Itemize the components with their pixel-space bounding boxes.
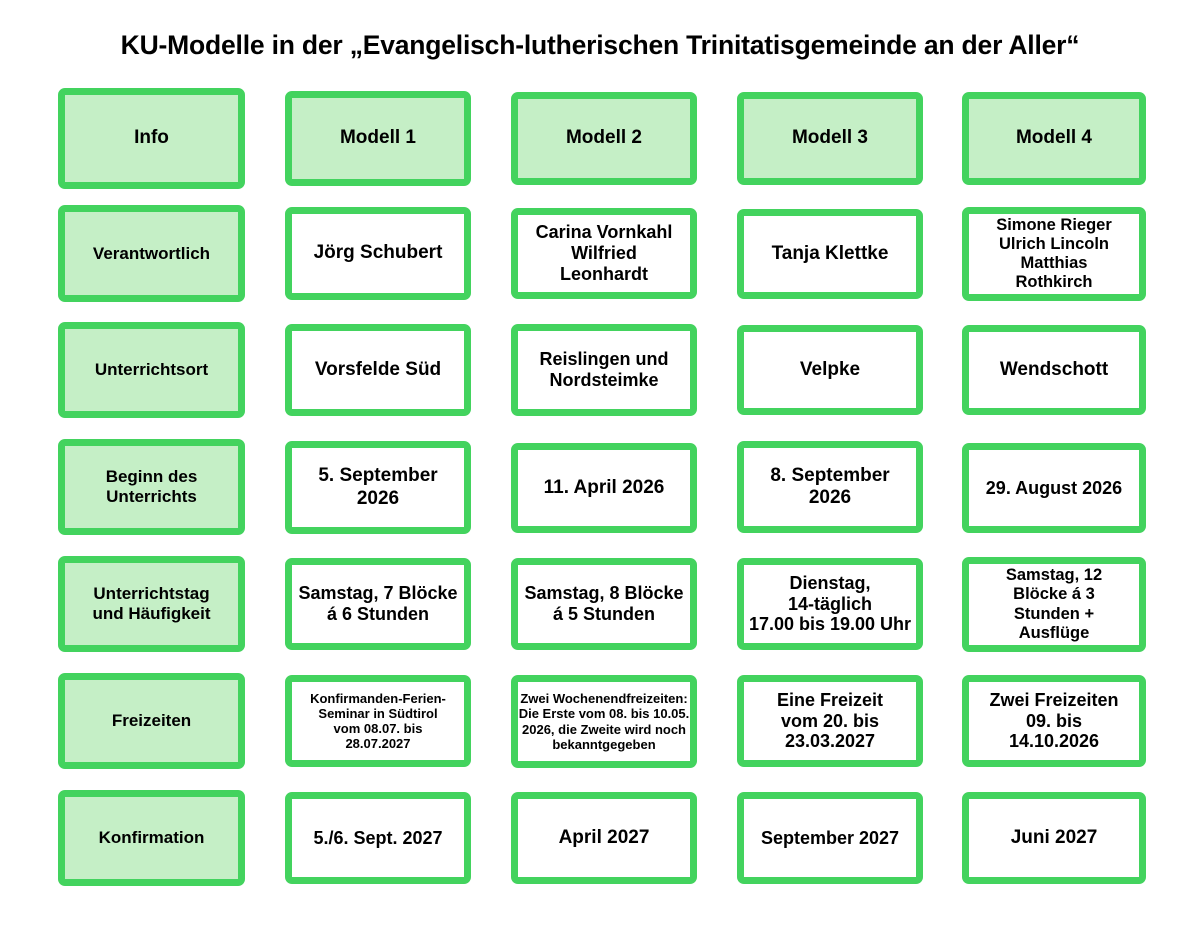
row-label-beginn-des-unterrichts-text: Beginn des Unterrichts (105, 467, 198, 506)
header-cell-model-4-label: Modell 4 (1015, 127, 1092, 149)
cell-unterrichtsort-model-1[interactable]: Vorsfelde Süd (285, 324, 471, 416)
cell-freizeiten-model-3[interactable]: Eine Freizeit vom 20. bis 23.03.2027 (737, 675, 923, 767)
cell-unterrichtsort-model-1-text: Vorsfelde Süd (314, 358, 442, 380)
header-cell-model-2-label: Modell 2 (565, 127, 642, 149)
cell-konfirmation-model-2-text: April 2027 (558, 826, 650, 848)
cell-unterrichtstag-model-2-text: Samstag, 8 Blöcke á 5 Stunden (524, 583, 684, 624)
cell-unterrichtsort-model-3[interactable]: Velpke (737, 325, 923, 415)
header-cell-model-3[interactable]: Modell 3 (737, 92, 923, 185)
cell-unterrichtsort-model-2-text: Reislingen und Nordsteimke (539, 349, 669, 390)
cell-freizeiten-model-2-text: Zwei Wochenendfreizeiten: Die Erste vom … (518, 691, 690, 752)
row-label-verantwortlich[interactable]: Verantwortlich (58, 205, 245, 302)
cell-freizeiten-model-2[interactable]: Zwei Wochenendfreizeiten: Die Erste vom … (511, 675, 697, 768)
cell-unterrichtstag-model-4[interactable]: Samstag, 12 Blöcke á 3 Stunden + Ausflüg… (962, 557, 1146, 652)
cell-freizeiten-model-3-text: Eine Freizeit vom 20. bis 23.03.2027 (776, 689, 884, 752)
header-cell-model-2[interactable]: Modell 2 (511, 92, 697, 185)
row-label-unterrichtstag-text: Unterrichtstag und Häufigkeit (92, 584, 211, 623)
page-title: KU-Modelle in der „Evangelisch-lutherisc… (120, 30, 1080, 60)
header-cell-info[interactable]: Info (58, 88, 245, 189)
table-row-verantwortlich: Verantwortlich Jörg Schubert Carina Vorn… (58, 205, 1146, 302)
cell-unterrichtsort-model-3-text: Velpke (799, 358, 861, 380)
row-label-konfirmation-text: Konfirmation (98, 828, 205, 848)
cell-beginn-model-2[interactable]: 11. April 2026 (511, 443, 697, 533)
table-row-beginn-des-unterrichts: Beginn des Unterrichts 5. September 2026… (58, 439, 1146, 535)
cell-unterrichtstag-model-4-text: Samstag, 12 Blöcke á 3 Stunden + Ausflüg… (1005, 566, 1103, 642)
cell-beginn-model-3-text: 8. September 2026 (770, 464, 890, 508)
cell-konfirmation-model-4[interactable]: Juni 2027 (962, 792, 1146, 884)
cell-verantwortlich-model-1-text: Jörg Schubert (313, 242, 443, 264)
cell-verantwortlich-model-4-text: Simone Rieger Ulrich Lincoln Matthias Ro… (996, 215, 1112, 292)
header-cell-model-4[interactable]: Modell 4 (962, 92, 1146, 185)
cell-verantwortlich-model-2[interactable]: Carina Vornkahl Wilfried Leonhardt (511, 208, 697, 299)
cell-unterrichtstag-model-2[interactable]: Samstag, 8 Blöcke á 5 Stunden (511, 558, 697, 650)
cell-konfirmation-model-2[interactable]: April 2027 (511, 792, 697, 884)
row-label-konfirmation[interactable]: Konfirmation (58, 790, 245, 886)
table-header-row: Info Modell 1 Modell 2 Modell 3 Modell 4 (58, 88, 1146, 189)
cell-freizeiten-model-1[interactable]: Konfirmanden-Ferien- Seminar in Südtirol… (285, 675, 471, 767)
row-label-unterrichtsort[interactable]: Unterrichtsort (58, 322, 245, 418)
row-label-unterrichtsort-text: Unterrichtsort (94, 360, 209, 380)
cell-konfirmation-model-1[interactable]: 5./6. Sept. 2027 (285, 792, 471, 884)
table-row-unterrichtsort: Unterrichtsort Vorsfelde Süd Reislingen … (58, 322, 1146, 418)
table-row-konfirmation: Konfirmation 5./6. Sept. 2027 April 2027… (58, 790, 1146, 886)
cell-konfirmation-model-1-text: 5./6. Sept. 2027 (313, 827, 443, 848)
ku-models-table: Info Modell 1 Modell 2 Modell 3 Modell 4… (58, 88, 1146, 907)
cell-konfirmation-model-3-text: September 2027 (760, 827, 900, 848)
cell-freizeiten-model-4-text: Zwei Freizeiten 09. bis 14.10.2026 (989, 689, 1119, 752)
row-label-freizeiten[interactable]: Freizeiten (58, 673, 245, 769)
cell-verantwortlich-model-3-text: Tanja Klettke (771, 242, 889, 264)
cell-unterrichtsort-model-4[interactable]: Wendschott (962, 325, 1146, 415)
cell-verantwortlich-model-1[interactable]: Jörg Schubert (285, 207, 471, 300)
cell-beginn-model-1-text: 5. September 2026 (318, 465, 438, 509)
cell-beginn-model-3[interactable]: 8. September 2026 (737, 441, 923, 533)
row-label-unterrichtstag[interactable]: Unterrichtstag und Häufigkeit (58, 556, 245, 652)
cell-beginn-model-4[interactable]: 29. August 2026 (962, 443, 1146, 533)
cell-verantwortlich-model-4[interactable]: Simone Rieger Ulrich Lincoln Matthias Ro… (962, 207, 1146, 301)
cell-unterrichtstag-model-3[interactable]: Dienstag, 14-täglich 17.00 bis 19.00 Uhr (737, 558, 923, 650)
header-cell-model-1-label: Modell 1 (339, 127, 416, 149)
table-row-unterrichtstag-und-haeufigkeit: Unterrichtstag und Häufigkeit Samstag, 7… (58, 556, 1146, 652)
header-cell-model-1[interactable]: Modell 1 (285, 91, 471, 186)
cell-freizeiten-model-1-text: Konfirmanden-Ferien- Seminar in Südtirol… (310, 690, 446, 752)
table-row-freizeiten: Freizeiten Konfirmanden-Ferien- Seminar … (58, 673, 1146, 769)
cell-beginn-model-2-text: 11. April 2026 (543, 476, 665, 498)
header-cell-info-label: Info (134, 127, 169, 149)
header-cell-model-3-label: Modell 3 (791, 127, 868, 149)
cell-unterrichtstag-model-1[interactable]: Samstag, 7 Blöcke á 6 Stunden (285, 558, 471, 650)
cell-beginn-model-1[interactable]: 5. September 2026 (285, 441, 471, 534)
cell-konfirmation-model-3[interactable]: September 2027 (737, 792, 923, 884)
cell-unterrichtstag-model-1-text: Samstag, 7 Blöcke á 6 Stunden (298, 583, 458, 624)
cell-unterrichtstag-model-3-text: Dienstag, 14-täglich 17.00 bis 19.00 Uhr (748, 572, 912, 635)
cell-konfirmation-model-4-text: Juni 2027 (1010, 826, 1098, 848)
cell-freizeiten-model-4[interactable]: Zwei Freizeiten 09. bis 14.10.2026 (962, 675, 1146, 767)
row-label-verantwortlich-text: Verantwortlich (92, 243, 211, 263)
cell-verantwortlich-model-3[interactable]: Tanja Klettke (737, 209, 923, 299)
row-label-freizeiten-text: Freizeiten (111, 711, 192, 731)
cell-unterrichtsort-model-2[interactable]: Reislingen und Nordsteimke (511, 324, 697, 416)
cell-unterrichtsort-model-4-text: Wendschott (999, 358, 1109, 380)
cell-beginn-model-4-text: 29. August 2026 (985, 477, 1123, 498)
cell-verantwortlich-model-2-text: Carina Vornkahl Wilfried Leonhardt (535, 222, 673, 284)
row-label-beginn-des-unterrichts[interactable]: Beginn des Unterrichts (58, 439, 245, 535)
